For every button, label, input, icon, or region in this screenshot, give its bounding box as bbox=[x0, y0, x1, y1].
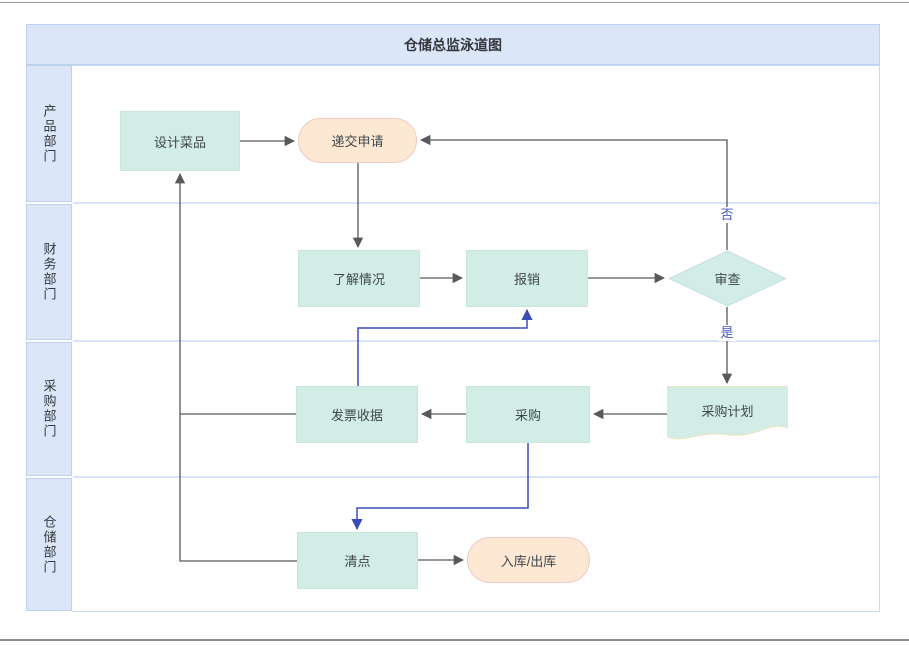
lane-product-dept[interactable]: 产品部门 bbox=[26, 65, 72, 202]
node-count-inventory[interactable]: 清点 bbox=[297, 532, 418, 589]
window-top-border bbox=[0, 2, 909, 3]
lane-divider bbox=[73, 476, 879, 478]
node-label: 采购 bbox=[514, 408, 541, 423]
node-label: 清点 bbox=[344, 554, 371, 569]
lane-warehouse-dept[interactable]: 仓储部门 bbox=[26, 478, 72, 611]
node-label: 发票收据 bbox=[330, 408, 383, 423]
branch-label-yes: 是 bbox=[718, 325, 736, 341]
node-purchase[interactable]: 采购 bbox=[466, 386, 590, 443]
lane-divider bbox=[73, 202, 879, 204]
node-review-decision[interactable]: 审查 bbox=[668, 250, 787, 307]
lane-label: 财务部门 bbox=[41, 242, 57, 302]
node-reimburse[interactable]: 报销 bbox=[466, 250, 588, 307]
diagram-title-bar: 仓储总监泳道图 bbox=[26, 24, 880, 65]
lane-label: 仓储部门 bbox=[41, 514, 57, 575]
node-label: 采购计划 bbox=[701, 403, 754, 419]
lane-label: 采购部门 bbox=[41, 379, 57, 439]
node-label: 设计菜品 bbox=[153, 134, 206, 150]
page-title: 仓储总监泳道图 bbox=[404, 36, 502, 53]
document-shape-icon bbox=[667, 386, 788, 440]
node-label: 审查 bbox=[714, 272, 741, 287]
node-inbound-outbound[interactable]: 入库/出库 bbox=[467, 537, 590, 583]
window-bottom-border bbox=[0, 639, 909, 641]
node-submit-application[interactable]: 递交申请 bbox=[298, 118, 417, 163]
diamond-shape-icon bbox=[668, 250, 787, 307]
node-label: 报销 bbox=[513, 272, 540, 287]
node-label: 递交申请 bbox=[331, 134, 384, 149]
node-understand-situation[interactable]: 了解情况 bbox=[298, 250, 420, 307]
lane-procurement-dept[interactable]: 采购部门 bbox=[26, 342, 72, 476]
lane-divider bbox=[73, 340, 879, 342]
node-label: 入库/出库 bbox=[500, 553, 557, 569]
branch-label-no: 否 bbox=[718, 207, 736, 223]
node-invoice-receipt[interactable]: 发票收据 bbox=[296, 386, 418, 443]
node-design-dish[interactable]: 设计菜品 bbox=[120, 111, 240, 171]
lane-finance-dept[interactable]: 财务部门 bbox=[26, 204, 72, 340]
node-purchase-plan[interactable]: 采购计划 bbox=[667, 386, 788, 448]
node-label: 了解情况 bbox=[332, 272, 385, 287]
lane-label: 产品部门 bbox=[41, 103, 57, 164]
